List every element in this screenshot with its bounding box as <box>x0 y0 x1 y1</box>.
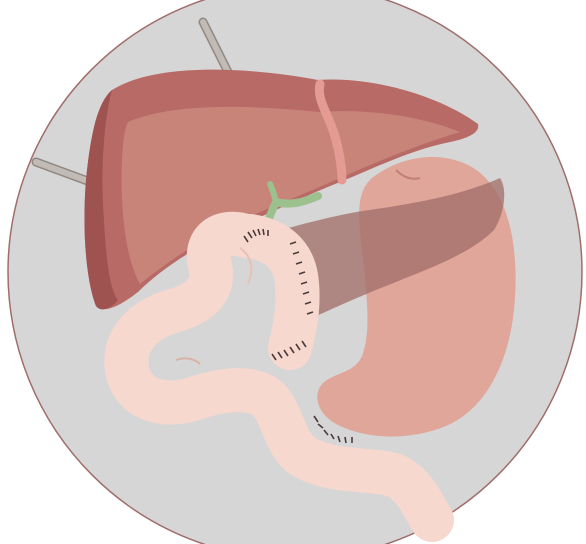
diagram-svg <box>0 0 586 544</box>
surgical-diagram <box>0 0 586 544</box>
